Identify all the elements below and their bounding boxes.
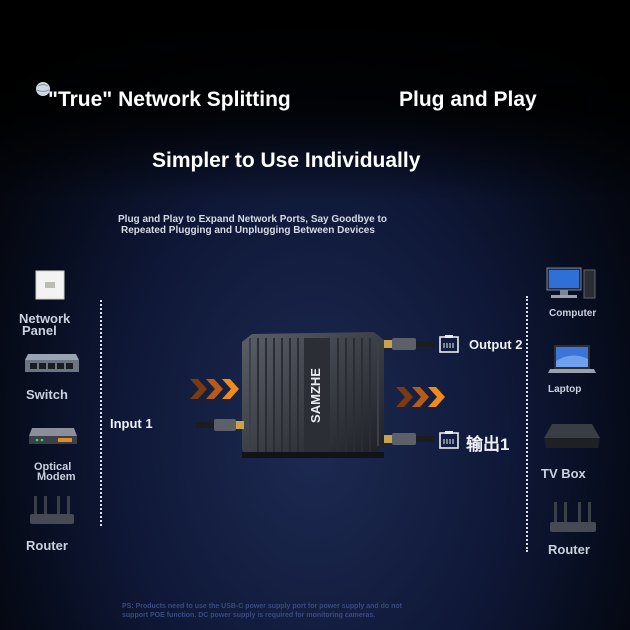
network-panel-label-1: Network (19, 311, 71, 326)
top-fade (0, 0, 630, 200)
computer-label: Computer (549, 308, 597, 319)
right-dotted-line (526, 296, 528, 552)
footnote-line-1: PS: Products need to use the USB-C power… (122, 603, 403, 610)
ethernet-cable-input (196, 419, 244, 431)
router-left-icon (30, 496, 74, 524)
footnote-line-2: support POE function. DC power supply is… (122, 612, 376, 619)
router-left-label: Router (26, 538, 68, 553)
input-label: Input 1 (110, 416, 153, 431)
tv-box-label: TV Box (541, 466, 586, 481)
tv-box-icon (544, 424, 600, 448)
headline-simpler: Simpler to Use Individually (152, 149, 421, 172)
globe-icon (36, 82, 50, 96)
ethernet-port-icon (439, 335, 459, 353)
optical-modem-icon (29, 428, 77, 444)
network-splitter-device (242, 332, 384, 458)
ethernet-cable-output-1 (384, 433, 434, 445)
headline-plug-and-play: Plug and Play (399, 88, 537, 111)
splitter-brand: SAMZHE (307, 368, 323, 423)
output-2-label: Output 2 (469, 337, 523, 352)
footnote: PS: Products need to use the USB-C power… (122, 602, 402, 620)
switch-icon (25, 354, 79, 372)
ethernet-port-icon (439, 431, 459, 449)
computer-icon (546, 267, 596, 299)
left-dotted-line (100, 300, 102, 526)
optical-modem-label-2: Modem (37, 471, 76, 483)
ethernet-cable-output-2 (384, 338, 434, 350)
headline-true-splitting: "True" Network Splitting (48, 88, 291, 111)
laptop-label: Laptop (548, 384, 582, 395)
router-right-label: Router (548, 542, 590, 557)
output-1-label: 输出1 (466, 435, 510, 454)
laptop-icon (548, 345, 596, 373)
network-panel-icon (35, 270, 65, 300)
switch-label: Switch (26, 387, 68, 402)
subtitle-line-2: Repeated Plugging and Unplugging Between… (121, 225, 375, 236)
subtitle-line-1: Plug and Play to Expand Network Ports, S… (118, 214, 387, 225)
arrow-right-icon (396, 387, 445, 407)
router-right-icon (550, 502, 596, 532)
optical-modem-label-1: Optical (34, 461, 72, 473)
network-panel-label-2: Panel (22, 323, 57, 338)
arrow-left-icon (190, 379, 239, 399)
